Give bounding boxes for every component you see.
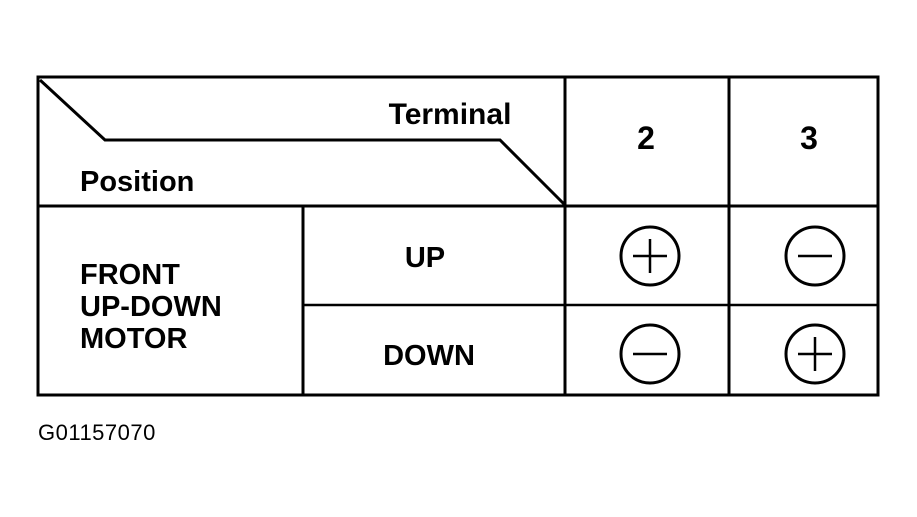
row-group-label-line-3: MOTOR: [80, 323, 187, 355]
terminal-header-label: Terminal: [389, 98, 512, 131]
plus-circle-icon: [784, 323, 846, 385]
position-header-label: Position: [80, 166, 194, 198]
figure-code: G01157070: [38, 420, 156, 445]
minus-circle-icon: [784, 225, 846, 287]
plus-circle-icon: [619, 225, 681, 287]
minus-circle-icon: [619, 323, 681, 385]
row-group-label-line-2: UP-DOWN: [80, 291, 222, 323]
position-up-label: UP: [405, 242, 445, 274]
polarity-symbols: [619, 225, 846, 385]
header-diagonal-divider: [38, 78, 566, 206]
terminal-3-header: 3: [800, 120, 818, 156]
row-group-label-line-1: FRONT: [80, 259, 180, 291]
position-down-label: DOWN: [383, 340, 475, 372]
table-frame: [36, 75, 880, 397]
terminal-2-header: 2: [637, 120, 655, 156]
